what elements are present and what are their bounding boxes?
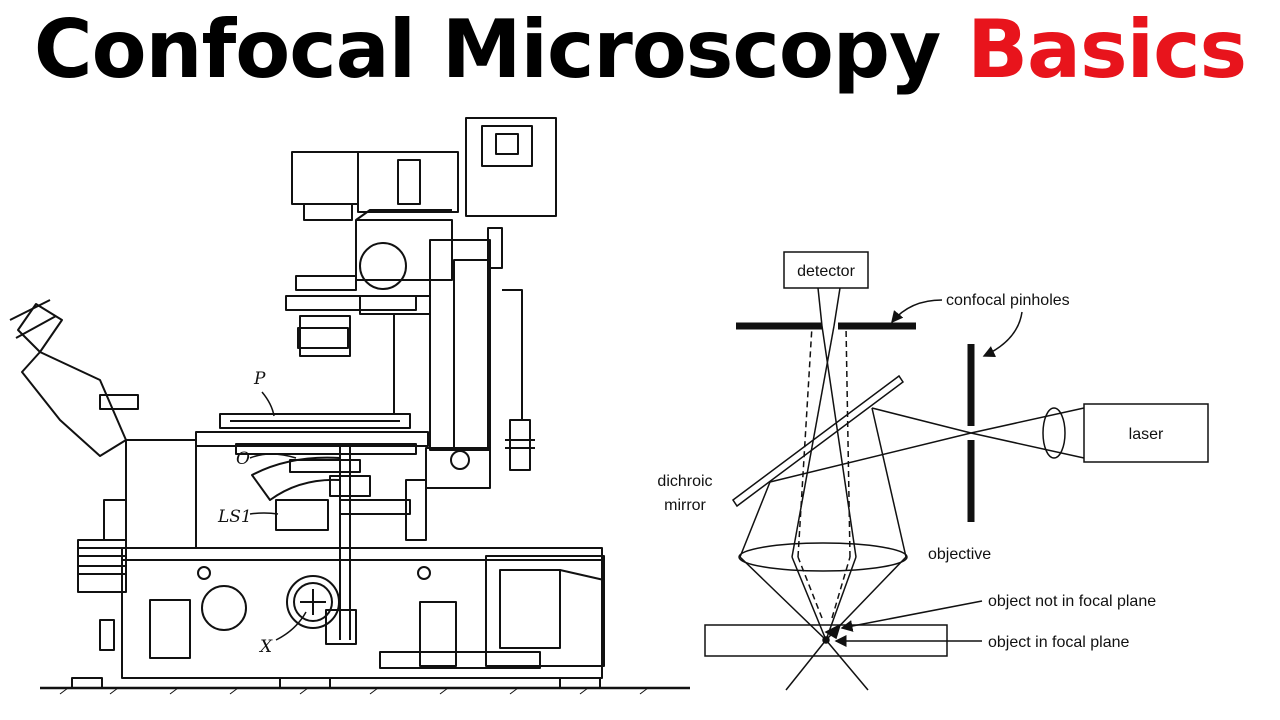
- object-not-focal-marker: [824, 623, 842, 640]
- in-focal-label: object in focal plane: [988, 634, 1130, 651]
- detector-label: detector: [797, 263, 855, 280]
- title-accent: Basics: [967, 3, 1247, 96]
- object-in-focal-marker: [822, 636, 830, 644]
- sketch-label-ls1: LS1: [217, 507, 252, 527]
- sketch-label-o: O: [236, 449, 250, 469]
- sketch-annotations: P O LS1 X: [217, 369, 307, 657]
- pinholes-label: confocal pinholes: [946, 292, 1070, 309]
- laser-box: [1083, 403, 1209, 463]
- microscope-sketch: [9, 117, 690, 695]
- schematic-labels: detector confocal pinholes laser dichroi…: [657, 263, 1164, 651]
- dichroic-label-line2: mirror: [664, 497, 706, 514]
- title-main: Confocal Microscopy: [33, 3, 941, 96]
- detector-box: [783, 251, 869, 289]
- page-title: Confocal Microscopy Basics: [0, 0, 1280, 100]
- dichroic-label-line1: dichroic: [657, 473, 712, 490]
- laser-lens: [1042, 407, 1066, 459]
- confocal-schematic: [704, 251, 1209, 691]
- sketch-label-p: P: [253, 369, 266, 389]
- objective-label: objective: [928, 546, 991, 563]
- laser-label: laser: [1129, 426, 1164, 443]
- not-focal-label: object not in focal plane: [988, 593, 1156, 610]
- sketch-label-x: X: [258, 637, 273, 657]
- objective-lens: [738, 542, 908, 572]
- dichroic-mirror: [731, 374, 905, 508]
